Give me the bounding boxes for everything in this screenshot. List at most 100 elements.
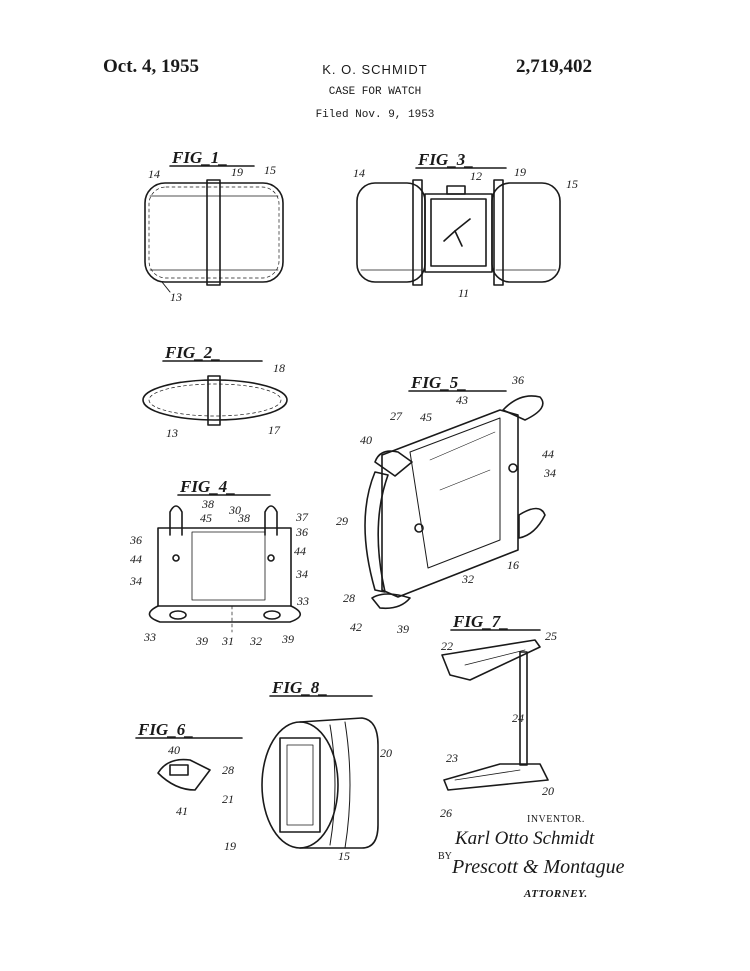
ref-label: 32 <box>249 634 262 648</box>
fig5-tab-left <box>374 450 413 477</box>
fig5-case-frame <box>381 409 519 598</box>
ref-label: 29 <box>336 514 348 528</box>
fig2-case-side <box>142 379 288 421</box>
ref-label: 13 <box>170 290 182 304</box>
ref-label: 19 <box>224 839 236 853</box>
ref-label: 15 <box>338 849 350 863</box>
fig1-title: FIG_1_ <box>169 148 255 167</box>
ref-label: 17 <box>268 423 281 437</box>
ref-label: 30 <box>228 503 241 517</box>
ref-label: 13 <box>166 426 178 440</box>
fig5-watch-window <box>409 417 501 569</box>
inventor-name: K. O. SCHMIDT <box>322 62 428 77</box>
filed-date: Filed Nov. 9, 1953 <box>315 109 435 121</box>
fig2-ref-labels: 18 13 17 <box>166 361 285 440</box>
inventor-label: INVENTOR. <box>527 814 585 825</box>
fig4-title: FIG_4_ <box>177 477 271 496</box>
ref-label: 42 <box>350 620 362 634</box>
fig2-title: FIG_2_ <box>162 343 263 362</box>
ref-label: 11 <box>458 286 469 300</box>
ref-label: 34 <box>295 567 308 581</box>
ref-label: 16 <box>507 558 519 572</box>
fig8-case-opening <box>261 721 339 849</box>
inventor-signature: Karl Otto Schmidt <box>455 828 595 849</box>
fig8-case-shell <box>299 717 379 849</box>
ref-label: 39 <box>281 632 294 646</box>
fig7-bottom-flap <box>443 763 549 791</box>
ref-label: 26 <box>440 806 452 820</box>
svg-text:FIG_5_: FIG_5_ <box>410 373 467 392</box>
fig8-ref-labels: 20 21 19 15 <box>222 746 392 863</box>
fig5-title: FIG_5_ <box>408 373 507 392</box>
svg-text:FIG_3_: FIG_3_ <box>417 150 474 169</box>
ref-label: 20 <box>542 784 554 798</box>
figure-1: FIG_1_ 14 19 15 13 <box>144 148 284 304</box>
ref-label: 14 <box>353 166 365 180</box>
patent-date: Oct. 4, 1955 <box>103 56 200 77</box>
fig4-open-case <box>157 527 292 607</box>
svg-text:FIG_7_: FIG_7_ <box>452 612 509 631</box>
fig3-ref-labels: 14 12 19 15 11 <box>353 165 578 300</box>
ref-label: 19 <box>514 165 526 179</box>
fig7-strap <box>519 651 528 766</box>
ref-label: 28 <box>222 763 234 777</box>
ref-label: 44 <box>542 447 554 461</box>
fig7-top-flap <box>441 639 541 681</box>
ref-label: 21 <box>222 792 234 806</box>
ref-label: 28 <box>343 591 355 605</box>
ref-label: 36 <box>511 373 524 387</box>
ref-label: 45 <box>200 511 212 525</box>
patent-title: CASE FOR WATCH <box>328 86 422 98</box>
ref-label: 22 <box>441 639 453 653</box>
svg-text:FIG_8_: FIG_8_ <box>271 678 328 697</box>
fig3-watch-face <box>430 198 487 267</box>
ref-label: 38 <box>237 511 250 525</box>
ref-label: 43 <box>456 393 468 407</box>
ref-label: 18 <box>273 361 285 375</box>
fig3-title: FIG_3_ <box>415 150 507 169</box>
figure-5: FIG_5_ 36 43 27 45 40 44 34 29 16 32 28 … <box>336 373 556 636</box>
ref-label: 12 <box>470 169 482 183</box>
ref-label: 39 <box>396 622 409 636</box>
ref-label: 33 <box>296 594 309 608</box>
fig4-tab-right <box>264 505 278 536</box>
ref-label: 34 <box>129 574 142 588</box>
ref-label: 33 <box>143 630 156 644</box>
ref-label: 40 <box>168 743 180 757</box>
fig5-ref-labels: 36 43 27 45 40 44 34 29 16 32 28 42 39 <box>336 373 556 636</box>
fig2-band <box>207 375 221 426</box>
by-label: BY <box>438 851 452 862</box>
ref-label: 23 <box>446 751 458 765</box>
fig7-ref-labels: 22 25 24 23 26 20 <box>440 629 557 820</box>
ref-label: 20 <box>380 746 392 760</box>
ref-label: 34 <box>543 466 556 480</box>
ref-label: 31 <box>221 634 234 648</box>
ref-label: 15 <box>264 163 276 177</box>
ref-label: 40 <box>360 433 372 447</box>
ref-label: 32 <box>461 572 474 586</box>
ref-label: 15 <box>566 177 578 191</box>
fig1-band <box>206 179 221 286</box>
ref-label: 36 <box>129 533 142 547</box>
figure-2: FIG_2_ 18 13 17 <box>142 343 288 440</box>
figure-7: FIG_7_ 22 25 24 23 26 20 <box>440 612 557 820</box>
ref-label: 37 <box>295 510 309 524</box>
fig6-ref-labels: 40 28 41 <box>168 743 234 818</box>
svg-text:FIG_4_: FIG_4_ <box>179 477 236 496</box>
ref-label: 45 <box>420 410 432 424</box>
ref-label: 44 <box>294 544 306 558</box>
fig3-watch-frame <box>424 193 493 273</box>
ref-label: 27 <box>390 409 403 423</box>
patent-number: 2,719,402 <box>516 56 592 77</box>
figure-8: FIG_8_ 20 21 19 15 <box>222 678 392 863</box>
attorney-signature: Prescott & Montague <box>452 856 625 878</box>
ref-label: 25 <box>545 629 557 643</box>
svg-text:FIG_6_: FIG_6_ <box>137 720 194 739</box>
fig5-strap-29 <box>364 471 389 593</box>
figure-3: FIG_3_ 14 12 19 15 11 <box>353 150 578 300</box>
ref-label: 44 <box>130 552 142 566</box>
fig1-ref-labels: 14 19 15 13 <box>148 163 276 304</box>
ref-label: 41 <box>176 804 188 818</box>
svg-text:FIG_1_: FIG_1_ <box>171 148 228 167</box>
